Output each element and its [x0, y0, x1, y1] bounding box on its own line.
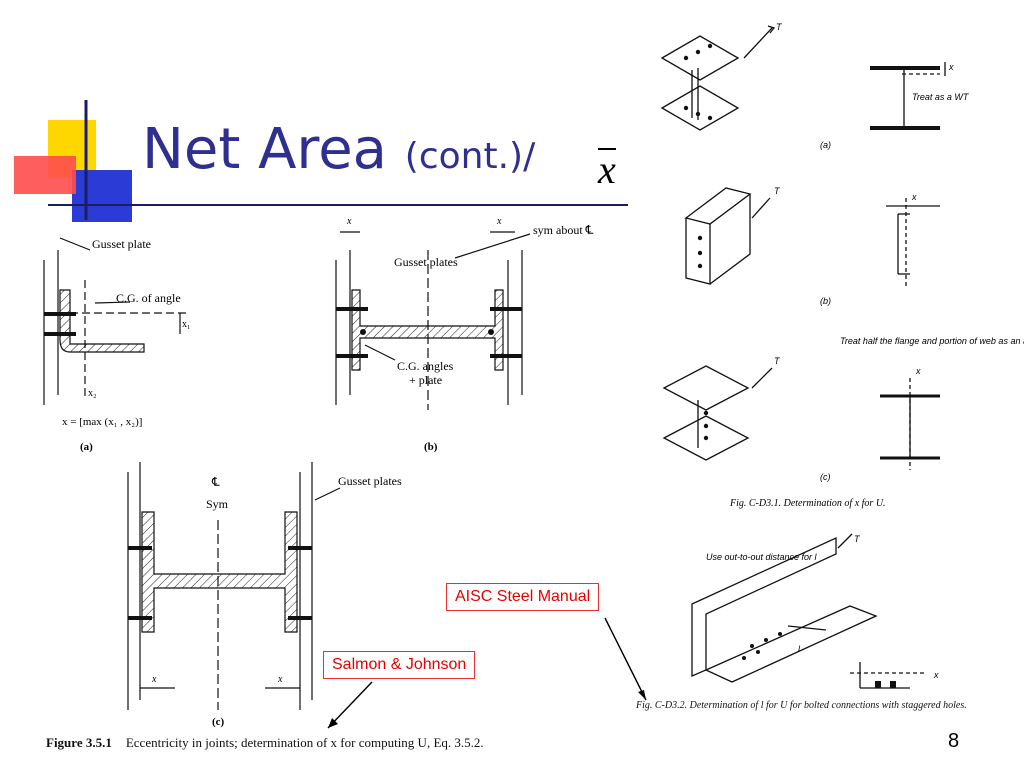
a-x2-label: x₂ — [88, 388, 97, 399]
title-symbol-xbar: x — [598, 147, 616, 192]
aisc-use-out: Use out-to-out distance for l — [706, 552, 818, 562]
c-sym: Sym — [206, 497, 229, 511]
title-main: Net Area — [142, 117, 387, 182]
salmon-johnson-figure: Gusset plate C.G. of angle x₁ x₂ x = [ma… — [43, 216, 594, 728]
panel-b — [335, 231, 531, 410]
page-number: 8 — [948, 730, 960, 752]
c-cl: ℄ — [211, 475, 220, 489]
b-tag: (b) — [424, 441, 438, 453]
a-cg-angle-label: C.G. of angle — [116, 291, 181, 305]
salmon-johnson-label: Salmon & Johnson — [323, 651, 476, 679]
aisc-d32-T: T — [854, 534, 861, 544]
b-cg-angles: C.G. angles — [397, 359, 454, 373]
aisc-b-T: T — [774, 186, 781, 196]
panel-c — [127, 462, 341, 710]
figure-caption-number: Figure 3.5.1 — [46, 735, 112, 750]
b-plus-plate: + plate — [409, 373, 442, 387]
b-gusset-plates: Gusset plates — [394, 255, 458, 269]
b-sym-about: sym about ℄ — [533, 223, 594, 237]
aisc-a-T: T — [776, 22, 783, 32]
c-tag: (c) — [212, 716, 225, 728]
aisc-c-drawing — [662, 365, 940, 470]
callout-arrows — [327, 617, 647, 729]
a-gusset-plate-label: Gusset plate — [92, 237, 151, 251]
aisc-d31-caption: Fig. C-D3.1. Determination of x for U. — [729, 498, 886, 509]
aisc-treat-half: Treat half the flange and portion of web… — [840, 336, 1024, 346]
aisc-a-drawing — [660, 25, 946, 131]
title-decoration — [14, 100, 132, 222]
figure-caption: Figure 3.5.1 Eccentricity in joints; dete… — [46, 735, 484, 751]
aisc-tag-b: (b) — [820, 296, 831, 306]
aisc-d32-l: l — [798, 644, 801, 654]
aisc-c-x: x — [915, 366, 921, 376]
panel-a — [43, 237, 190, 405]
aisc-d32-drawing — [691, 533, 925, 689]
c-gusset-plates: Gusset plates — [338, 474, 402, 488]
aisc-b-x: x — [911, 192, 917, 202]
aisc-treat-wt: Treat as a WT — [912, 92, 970, 102]
a-tag: (a) — [80, 441, 93, 453]
aisc-d32-x: x — [933, 670, 939, 680]
aisc-tag-c: (c) — [820, 472, 831, 482]
c-x-left: x — [151, 674, 157, 685]
a-formula: x = [max (x₁ , x₂)] — [62, 416, 142, 428]
b-x-left: x — [346, 216, 352, 227]
aisc-d32-caption: Fig. C-D3.2. Determination of l for U fo… — [636, 700, 967, 711]
aisc-c-T: T — [774, 356, 781, 366]
aisc-figure: T x Treat as a WT (a) T x (b) T Treat ha… — [660, 22, 1024, 689]
figure-caption-text: Eccentricity in joints; determination of… — [125, 735, 484, 750]
aisc-steel-manual-label: AISC Steel Manual — [446, 583, 600, 611]
c-x-right: x — [277, 674, 283, 685]
title-rule — [48, 204, 628, 206]
aisc-tag-a: (a) — [820, 140, 831, 150]
slide-title: Net Area (cont.)/ — [142, 122, 535, 178]
b-x-right: x — [496, 216, 502, 227]
title-sub: (cont.)/ — [404, 136, 536, 177]
a-x1-label: x₁ — [182, 319, 191, 330]
aisc-b-drawing — [684, 187, 940, 288]
aisc-a-x: x — [948, 62, 954, 72]
